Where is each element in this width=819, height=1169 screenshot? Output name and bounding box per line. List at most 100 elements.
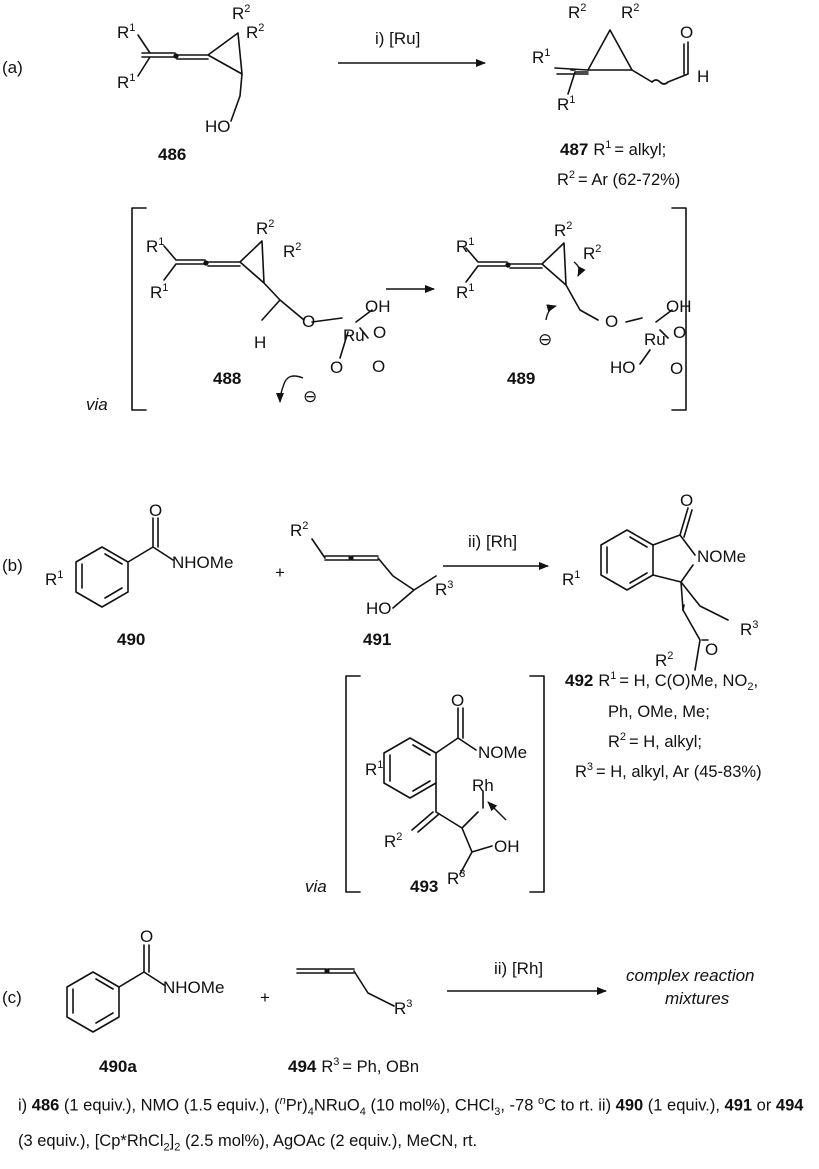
- compound-491-number: 491: [363, 630, 391, 649]
- svg-text:R2: R2: [246, 22, 264, 42]
- svg-text:OH: OH: [365, 297, 391, 316]
- svg-text:R1: R1: [45, 569, 63, 589]
- plus-sign-c: +: [260, 988, 270, 1007]
- svg-text:R3: R3: [394, 998, 412, 1018]
- compound-486-structure: R1 R1 R2 R2 HO: [117, 3, 264, 136]
- svg-text:O: O: [373, 323, 386, 342]
- svg-text:O: O: [673, 323, 686, 342]
- reagent-label-c: ii) [Rh]: [494, 959, 543, 978]
- compound-487-structure: R1 R1 R2 R2 O H: [532, 2, 709, 114]
- svg-text:R2: R2: [583, 243, 601, 263]
- compound-491-structure: R2 HO R3: [290, 520, 453, 618]
- svg-text:R1: R1: [365, 759, 383, 779]
- reagent-label-b: ii) [Rh]: [468, 532, 517, 551]
- svg-text:HO: HO: [610, 358, 636, 377]
- compound-493-structure: R1 O NOMe Rh R2 OH R3: [365, 691, 527, 888]
- svg-text:HO: HO: [205, 117, 231, 136]
- via-label-b: via: [305, 877, 327, 896]
- svg-text:R2: R2: [621, 2, 639, 22]
- svg-text:R1: R1: [532, 47, 550, 67]
- svg-text:NOMe: NOMe: [478, 743, 527, 762]
- svg-text:NHOMe: NHOMe: [172, 553, 233, 572]
- compound-486-number: 486: [158, 145, 186, 164]
- svg-text:O: O: [149, 501, 162, 520]
- bracket-b-right: [529, 675, 545, 893]
- plus-sign-b: +: [275, 563, 285, 582]
- panel-b-label: (b): [2, 556, 23, 575]
- svg-text:R2: R2: [568, 2, 586, 22]
- svg-text:R1: R1: [150, 282, 168, 302]
- bracket-a-right: [671, 207, 687, 411]
- svg-text:H: H: [254, 333, 266, 352]
- negative-charge-icon: ⊖: [303, 387, 317, 406]
- svg-text:R1: R1: [456, 236, 474, 256]
- svg-text:O: O: [670, 359, 683, 378]
- panel-b: (b) R1 O NHOMe 490 + R2 HO R3 491 ii) [R…: [2, 491, 762, 896]
- reagent-label-a: i) [Ru]: [375, 29, 420, 48]
- compound-490-structure: R1 O NHOMe: [45, 501, 233, 608]
- svg-text:R1: R1: [117, 22, 135, 42]
- svg-text:H: H: [697, 67, 709, 86]
- svg-text:R2: R2: [256, 218, 274, 238]
- compound-490-number: 490: [117, 630, 145, 649]
- svg-text:R2: R2: [554, 220, 572, 240]
- svg-text:OH: OH: [666, 297, 692, 316]
- reaction-scheme: (a) R1 R1 R2 R2 HO 486 i) [Ru] R1 R1 R2 …: [2, 2, 762, 1076]
- negative-charge-icon: ⊖: [538, 330, 552, 349]
- svg-text:R1: R1: [117, 72, 135, 92]
- svg-text:O: O: [680, 491, 693, 510]
- compound-488-number: 488: [213, 369, 241, 388]
- compound-492-structure: R1 O NOMe R2 O R3: [562, 491, 758, 671]
- compound-489-structure: R1 R1 R2 R2 O Ru OH O HO O ⊖: [456, 220, 692, 378]
- svg-text:O: O: [605, 312, 618, 331]
- panel-a: (a) R1 R1 R2 R2 HO 486 i) [Ru] R1 R1 R2 …: [2, 2, 709, 414]
- compound-488-structure: R1 R1 R2 R2 H O Ru O OH O O ⊖: [146, 218, 391, 406]
- svg-text:R3: R3: [740, 619, 758, 639]
- svg-text:R3: R3: [435, 579, 453, 599]
- compound-487-caption-2: R2= Ar (62-72%): [557, 169, 680, 189]
- svg-text:O: O: [330, 358, 343, 377]
- compound-492-caption-3: R2= H, alkyl;: [608, 731, 702, 751]
- bracket-b-left: [345, 675, 361, 893]
- svg-text:R1: R1: [562, 569, 580, 589]
- svg-text:Rh: Rh: [472, 776, 494, 795]
- svg-text:OH: OH: [494, 837, 520, 856]
- panel-c-label: (c): [2, 988, 22, 1007]
- svg-text:R1: R1: [557, 94, 575, 114]
- svg-text:R2: R2: [384, 831, 402, 851]
- svg-text:R2: R2: [232, 3, 250, 23]
- svg-text:Ru: Ru: [343, 326, 365, 345]
- svg-text:Ru: Ru: [644, 330, 666, 349]
- svg-text:HO: HO: [366, 599, 392, 618]
- compound-489-number: 489: [507, 369, 535, 388]
- svg-text:R1: R1: [456, 282, 474, 302]
- svg-text:O: O: [372, 357, 385, 376]
- svg-text:NOMe: NOMe: [697, 547, 746, 566]
- svg-text:O: O: [140, 927, 153, 946]
- product-label-c-1: complex reaction: [626, 966, 755, 985]
- compound-492-caption-4: R3= H, alkyl, Ar (45-83%): [575, 761, 762, 781]
- svg-text:O: O: [680, 23, 693, 42]
- compound-494-structure: R3: [296, 968, 412, 1018]
- svg-text:O: O: [451, 691, 464, 710]
- svg-text:R2: R2: [290, 520, 308, 540]
- bracket-a-left: [131, 207, 147, 411]
- svg-text:R2: R2: [655, 650, 673, 670]
- compound-493-number: 493: [410, 877, 438, 896]
- panel-a-label: (a): [2, 58, 23, 77]
- compound-490a-number: 490a: [99, 1057, 137, 1076]
- via-label-a: via: [86, 395, 108, 414]
- svg-text:O: O: [705, 640, 718, 659]
- compound-492-caption-2: Ph, OMe, Me;: [608, 703, 710, 721]
- svg-text:NHOMe: NHOMe: [163, 978, 224, 997]
- compound-490a-structure: O NHOMe: [66, 927, 224, 1033]
- product-label-c-2: mixtures: [665, 989, 730, 1008]
- svg-text:R3: R3: [447, 868, 465, 888]
- reaction-conditions-footnote: i) 486 (1 equiv.), NMO (1.5 equiv.), (nP…: [18, 1095, 804, 1154]
- svg-text:R1: R1: [146, 236, 164, 256]
- svg-text:O: O: [302, 312, 315, 331]
